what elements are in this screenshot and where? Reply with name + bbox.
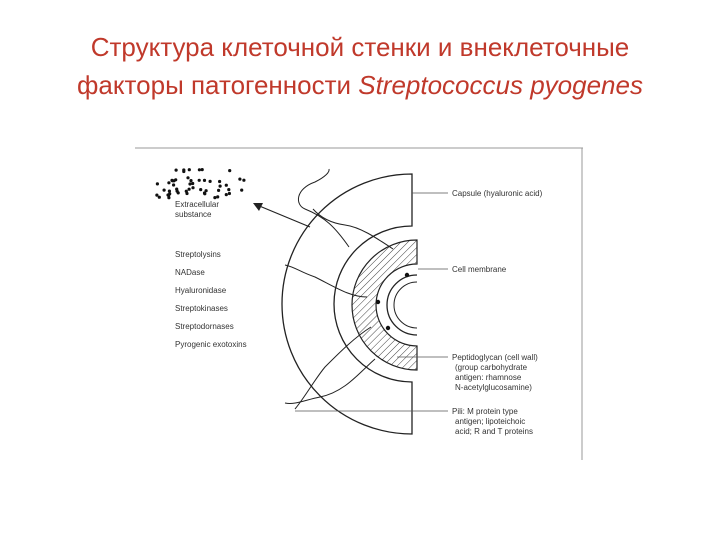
extracellular-dot xyxy=(162,188,166,192)
extracellular-dot xyxy=(227,188,231,192)
factor-label: Streptodornases xyxy=(175,322,234,331)
extracellular-dot xyxy=(204,189,208,193)
peptidoglycan-label-4: N-acetylglucosamine) xyxy=(455,383,532,392)
extracellular-dot xyxy=(170,178,174,182)
diagram-svg: Extracellular substance Streptolysins NA… xyxy=(135,147,583,460)
extracellular-dot xyxy=(218,184,222,188)
extracellular-dot xyxy=(187,187,191,191)
pili-fibrils xyxy=(284,168,394,410)
slide-title: Структура клеточной стенки и внеклеточны… xyxy=(20,28,700,104)
extracellular-dot xyxy=(187,168,191,172)
extracellular-dot xyxy=(197,168,201,172)
extracellular-dot xyxy=(228,169,232,173)
extracellular-dot xyxy=(199,188,203,192)
extracellular-dot xyxy=(167,196,171,200)
title-line-2: факторы патогенности Streptococcus pyoge… xyxy=(20,66,700,104)
extracellular-dot xyxy=(202,191,207,195)
extracellular-dot xyxy=(197,178,201,182)
extracellular-dot xyxy=(186,176,190,180)
extracellular-dot xyxy=(172,183,176,187)
cell-membrane-label: Cell membrane xyxy=(452,265,507,274)
factor-label: NADase xyxy=(175,268,205,277)
extracellular-dot xyxy=(191,186,195,190)
extracellular-label-1: Extracellular xyxy=(175,200,219,209)
pili-label-3: acid; R and T proteins xyxy=(455,427,533,436)
extracellular-dot xyxy=(208,179,212,183)
extracellular-dot xyxy=(202,178,207,182)
factor-label: Pyrogenic exotoxins xyxy=(175,340,247,349)
extracellular-dot xyxy=(155,182,159,186)
extracellular-dot xyxy=(157,195,161,199)
arrow-line xyxy=(256,204,311,228)
title-line-2-text: факторы патогенности xyxy=(77,70,359,100)
extracellular-dot xyxy=(188,182,192,186)
membrane-dot xyxy=(385,325,391,331)
extracellular-dot xyxy=(174,168,178,172)
arrow-head xyxy=(253,203,263,211)
extracellular-dot xyxy=(175,189,179,193)
extracellular-dot xyxy=(218,179,222,184)
extracellular-dot xyxy=(227,191,231,196)
title-species: Streptococcus pyogenes xyxy=(358,70,643,100)
peptidoglycan-label-2: (group carbohydrate xyxy=(455,363,528,372)
leader-lines xyxy=(295,192,448,412)
extracellular-dot xyxy=(242,178,246,182)
membrane-dot xyxy=(404,272,410,278)
extracellular-dot xyxy=(174,178,178,182)
peptidoglycan-layer xyxy=(351,239,418,371)
extracellular-dot xyxy=(200,168,204,172)
membrane-dot xyxy=(375,299,381,305)
extracellular-dots xyxy=(155,168,246,200)
cell-membrane-line xyxy=(386,274,418,336)
factor-label: Streptolysins xyxy=(175,250,221,259)
extracellular-dot xyxy=(167,181,171,185)
capsule-label: Capsule (hyaluronic acid) xyxy=(452,189,543,198)
extracellular-dot xyxy=(191,181,195,186)
extracellular-dot xyxy=(168,192,172,196)
extracellular-dot xyxy=(216,195,220,199)
pili-label-2: antigen; lipoteichoic xyxy=(455,417,525,426)
extracellular-dot xyxy=(155,193,159,197)
extracellular-dot xyxy=(167,189,171,193)
capsule-layer xyxy=(281,173,413,435)
extracellular-dot xyxy=(240,188,244,192)
peptidoglycan-label-3: antigen: rhamnose xyxy=(455,373,522,382)
title-line-1: Структура клеточной стенки и внеклеточны… xyxy=(90,32,630,62)
extracellular-label-2: substance xyxy=(175,210,212,219)
cytoplasm-edge xyxy=(393,281,418,329)
factor-label: Hyaluronidase xyxy=(175,286,227,295)
extracellular-dot xyxy=(189,179,193,183)
extracellular-dot xyxy=(224,183,228,187)
peptidoglycan-label-1: Peptidoglycan (cell wall) xyxy=(452,353,538,362)
extracellular-dot xyxy=(238,177,242,181)
extracellular-dot xyxy=(185,191,189,196)
pili-label-1: Pili: M protein type xyxy=(452,407,518,416)
factor-label: Streptokinases xyxy=(175,304,228,313)
cell-wall-diagram: Extracellular substance Streptolysins NA… xyxy=(135,147,583,460)
extracellular-dot xyxy=(224,193,228,197)
extracellular-dot xyxy=(213,196,217,200)
extracellular-dot xyxy=(217,188,221,192)
extracellular-dot xyxy=(182,168,186,172)
